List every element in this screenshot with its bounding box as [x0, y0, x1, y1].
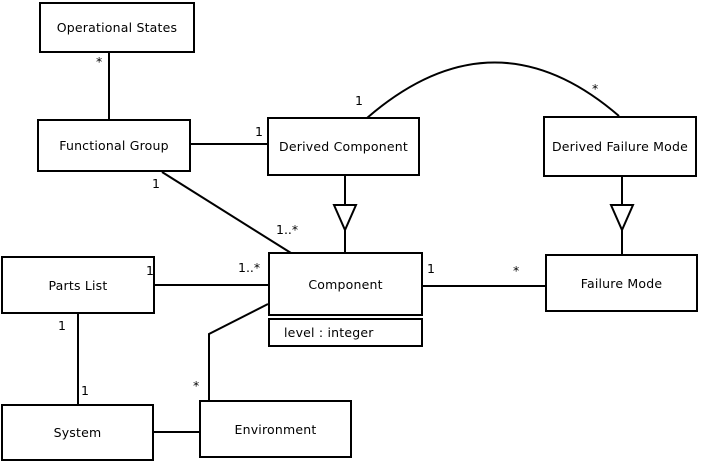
class-box-functional-group: Functional Group [37, 119, 191, 172]
class-label: Operational States [56, 20, 178, 35]
multiplicity-label: 1 [152, 176, 160, 191]
multiplicity-label: 1..* [238, 260, 261, 275]
edge-environment-component [208, 303, 269, 400]
class-label: Derived Component [279, 139, 408, 154]
class-box-system: System [1, 404, 154, 461]
class-box-parts-list: Parts List [1, 256, 155, 314]
attribute-label: level : integer [284, 325, 374, 340]
multiplicity-label: 1 [146, 263, 154, 278]
class-box-component-attributes: level : integer [268, 318, 423, 347]
multiplicity-label: 1..* [276, 222, 299, 237]
multiplicity-label: 1 [427, 261, 435, 276]
class-label: System [53, 425, 102, 440]
multiplicity-label: * [592, 81, 599, 96]
generalization-triangle-icon [332, 204, 358, 233]
multiplicity-label: 1 [255, 124, 263, 139]
class-label: Component [308, 276, 383, 292]
class-box-component: Component [268, 252, 423, 316]
edge-derived-component-component-generalization [332, 176, 358, 252]
multiplicity-label: 1 [355, 93, 363, 108]
multiplicity-label: 1 [58, 318, 66, 333]
multiplicity-label: * [513, 263, 520, 278]
class-label: Derived Failure Mode [551, 139, 689, 154]
class-box-environment: Environment [199, 400, 352, 458]
multiplicity-label: 1 [81, 383, 89, 398]
edge-derived-component-derived-failure-mode-arc [366, 61, 620, 119]
class-box-operational-states: Operational States [39, 2, 195, 53]
class-label: Parts List [48, 277, 108, 293]
class-label: Functional Group [59, 138, 169, 153]
edge-derived-failure-mode-failure-mode-generalization [609, 177, 635, 254]
multiplicity-label: * [193, 378, 200, 393]
class-label: Environment [234, 421, 317, 437]
multiplicity-label: * [96, 54, 103, 69]
edge-functional-group-component [161, 171, 292, 254]
class-box-derived-failure-mode: Derived Failure Mode [543, 116, 697, 177]
class-box-failure-mode: Failure Mode [545, 254, 698, 312]
class-label: Failure Mode [580, 275, 663, 291]
class-box-derived-component: Derived Component [267, 117, 420, 176]
generalization-triangle-icon [609, 204, 635, 233]
